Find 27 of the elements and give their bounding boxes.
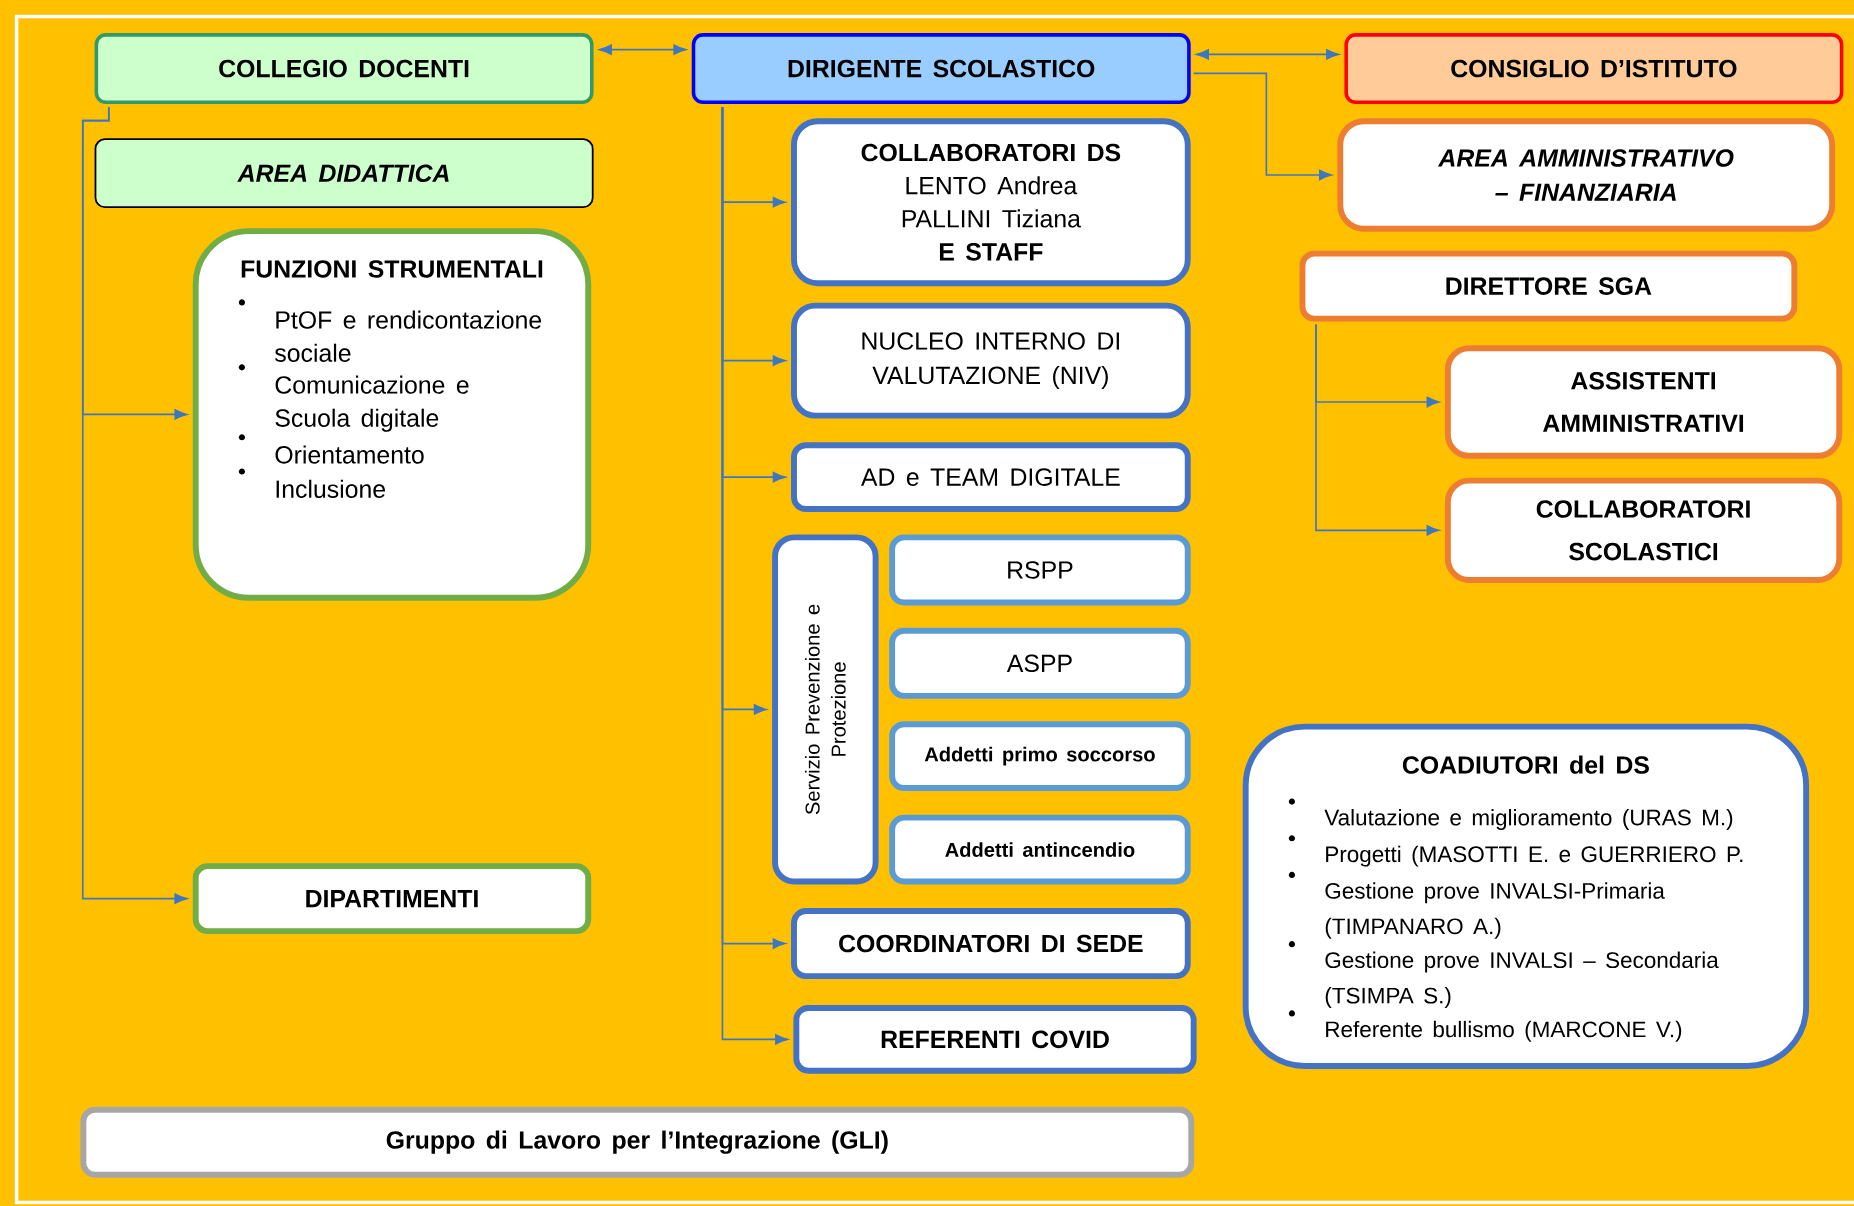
heading-box: DIRIGENTE SCOLASTICO <box>691 33 1191 105</box>
process-box: RSPP <box>889 534 1191 606</box>
process-box: NUCLEO INTERNO DI VALUTAZIONE (NIV) <box>791 302 1191 419</box>
list-box: FUNZIONI STRUMENTALI PtOF e rendicontazione sociale Comunicazione e Scuola digitale Orientamento Inclusione <box>192 228 592 601</box>
process-box: COLLABORATORI SCOLASTICI <box>1444 477 1843 583</box>
arrow <box>599 44 687 55</box>
list-box: COADIUTORI del DS Valutazione e miglioramento (URAS M.) Progetti (MASOTTI E. e GUERRIERO P. Gestione prove INVALSI-Primaria (TIMPANARO A.) Gestione prove INVALSI – Secondaria (TSIMPA S.) Referente bullismo (MARCONE V.) <box>1242 723 1810 1069</box>
heading-box: COLLEGIO DOCENTI <box>94 33 594 105</box>
process-box: Servizio Prevenzione e Protezione <box>772 534 879 885</box>
process-box: Addetti antincendio <box>889 814 1191 885</box>
process-box: DIRETTORE SGA <box>1299 250 1798 322</box>
process-box: ASPP <box>889 627 1191 699</box>
arrow <box>1315 323 1440 536</box>
process-box: Addetti primo soccorso <box>889 721 1191 791</box>
area-box: AREA DIDATTICA <box>94 138 594 209</box>
process-box: COORDINATORI DI SEDE <box>791 908 1191 980</box>
arrow <box>1192 72 1332 181</box>
arrow <box>1196 49 1339 60</box>
arrow <box>81 106 188 904</box>
process-box: REFERENTI COVID <box>793 1005 1197 1074</box>
process-box: ASSISTENTI AMMINISTRATIVI <box>1444 345 1843 459</box>
process-box: AD e TEAM DIGITALE <box>791 442 1191 512</box>
process-box: DIPARTIMENTI <box>192 863 592 935</box>
heading-box: CONSIGLIO D’ISTITUTO <box>1344 33 1844 105</box>
process-box: COLLABORATORI DS LENTO Andrea PALLINI Tiziana E STAFF <box>791 118 1191 287</box>
area-box: AREA AMMINISTRATIVO – FINANZIARIA <box>1337 118 1836 232</box>
banner-box: Gruppo di Lavoro per l’Integrazione (GLI) <box>80 1106 1195 1178</box>
